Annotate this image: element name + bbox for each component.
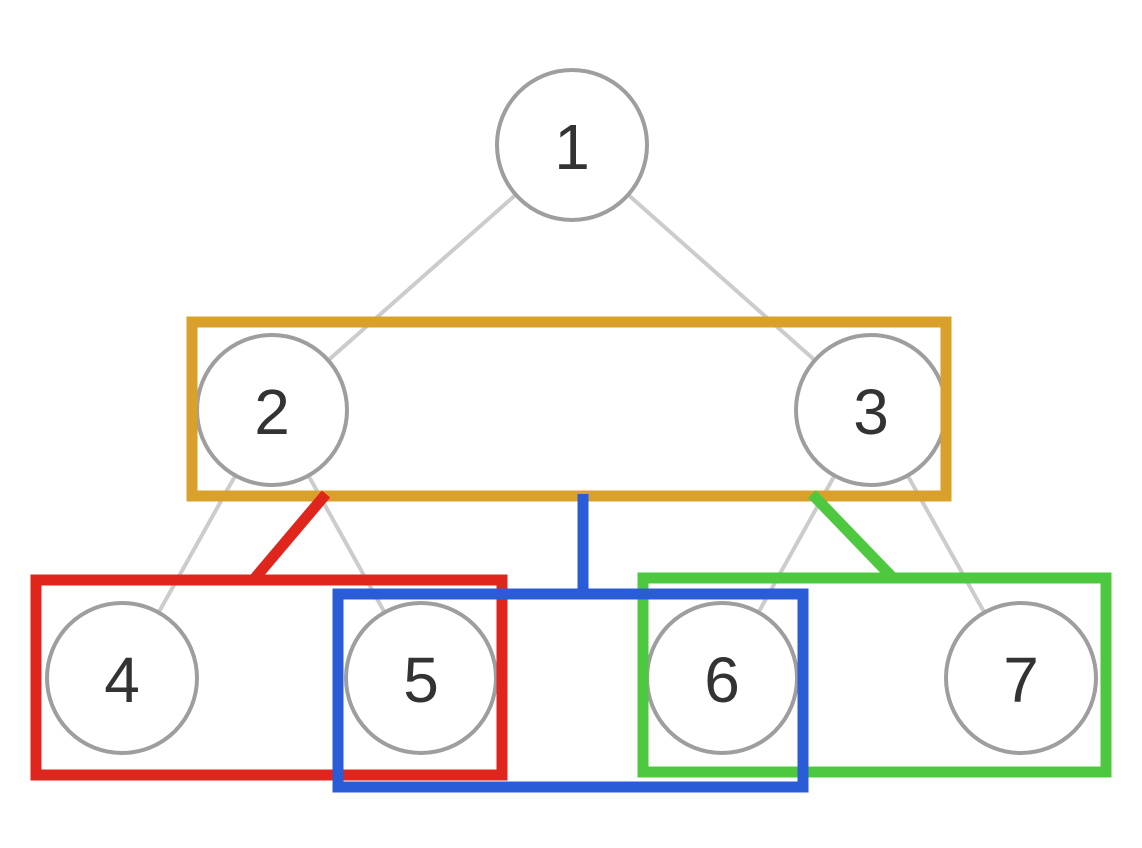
node-3-label: 3 xyxy=(853,376,889,448)
group-green-box[interactable] xyxy=(637,572,1112,778)
node-6-label: 6 xyxy=(704,644,740,716)
group-blue[interactable] xyxy=(332,494,809,793)
node-5-label: 5 xyxy=(403,644,439,716)
node-5[interactable]: 5 xyxy=(344,601,498,755)
node-4-circle xyxy=(45,601,199,755)
group-orange-box[interactable] xyxy=(186,316,952,502)
node-2-label: 2 xyxy=(254,376,290,448)
node-5-circle xyxy=(344,601,498,755)
node-2[interactable]: 2 xyxy=(195,333,349,487)
node-1[interactable]: 1 xyxy=(495,68,649,222)
node-4[interactable]: 4 xyxy=(45,601,199,755)
node-1-label: 1 xyxy=(554,111,590,183)
group-blue-box[interactable] xyxy=(332,588,809,793)
node-7[interactable]: 7 xyxy=(944,601,1098,755)
node-4-label: 4 xyxy=(104,644,140,716)
node-6[interactable]: 6 xyxy=(645,601,799,755)
group-red-connector xyxy=(250,490,331,582)
group-red-box[interactable] xyxy=(30,574,508,781)
node-3[interactable]: 3 xyxy=(794,333,948,487)
node-7-label: 7 xyxy=(1003,644,1039,716)
group-orange[interactable] xyxy=(186,316,952,502)
group-green-connector xyxy=(808,490,897,582)
node-7-circle xyxy=(944,601,1098,755)
group-green[interactable] xyxy=(637,490,1112,778)
node-1-circle xyxy=(495,68,649,222)
group-red[interactable] xyxy=(30,490,508,781)
tree-nodes: 1 2 3 4 5 6 7 xyxy=(45,68,1098,755)
